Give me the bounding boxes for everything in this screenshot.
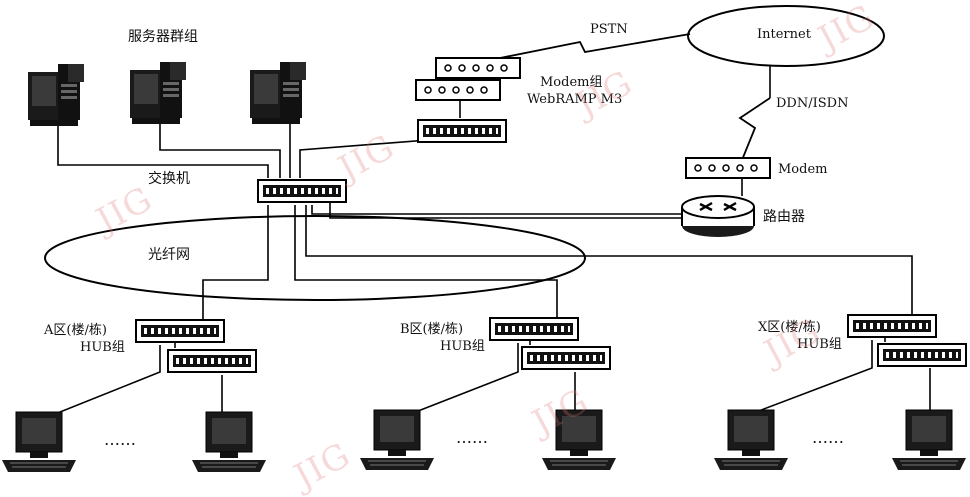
hub-icon bbox=[522, 347, 610, 369]
zone-x-label: X区(楼/栋) bbox=[758, 320, 821, 335]
network-topology-diagram: 服务器群组 交换机 光纤网 PSTN Internet Modem组 WebRA… bbox=[0, 0, 970, 480]
hub-icon bbox=[490, 318, 578, 340]
server-icon bbox=[130, 62, 186, 124]
pc-icon bbox=[714, 410, 788, 470]
hub-icon bbox=[878, 344, 966, 366]
modem-box-icon bbox=[436, 58, 520, 78]
ddn-isdn-label: DDN/ISDN bbox=[776, 96, 848, 111]
ellipsis-label: …… bbox=[104, 432, 136, 447]
modem-label: Modem bbox=[778, 162, 827, 177]
router-label: 路由器 bbox=[763, 210, 805, 225]
zone-b-hub-label: HUB组 bbox=[440, 339, 485, 354]
zone-b-label: B区(楼/栋) bbox=[400, 322, 463, 337]
zone-a-hub-label: HUB组 bbox=[80, 340, 125, 355]
modem-group-label: Modem组 bbox=[540, 75, 602, 90]
switch-icon bbox=[258, 180, 346, 202]
zone-x-hub-label: HUB组 bbox=[797, 337, 842, 352]
hub-icon bbox=[848, 315, 936, 337]
pc-icon bbox=[360, 410, 434, 470]
hub-icon bbox=[136, 320, 224, 342]
server-icon bbox=[28, 64, 84, 126]
modem-box-icon bbox=[416, 80, 500, 100]
zone-a-label: A区(楼/栋) bbox=[44, 323, 107, 338]
ellipsis-label: …… bbox=[456, 430, 488, 445]
pstn-label: PSTN bbox=[590, 22, 628, 37]
hub-icon bbox=[418, 120, 506, 142]
pc-icon bbox=[192, 412, 266, 472]
pc-icon bbox=[892, 410, 966, 470]
switch-label: 交换机 bbox=[148, 172, 190, 187]
server-group-label: 服务器群组 bbox=[128, 30, 198, 45]
internet-label: Internet bbox=[757, 27, 811, 42]
router-icon bbox=[682, 196, 754, 237]
fiber-network-label: 光纤网 bbox=[148, 248, 190, 263]
pc-icon bbox=[542, 410, 616, 470]
server-icon bbox=[250, 62, 306, 124]
modem-icon bbox=[686, 158, 770, 178]
diagram-canvas bbox=[0, 0, 970, 480]
modem-group-model-label: WebRAMP M3 bbox=[527, 92, 622, 107]
fiber-network-ellipse bbox=[45, 216, 585, 300]
ddn-isdn-link bbox=[740, 98, 770, 160]
pc-icon bbox=[2, 412, 76, 472]
hub-icon bbox=[168, 350, 256, 372]
ellipsis-label: …… bbox=[812, 430, 844, 445]
pstn-link bbox=[500, 34, 690, 58]
